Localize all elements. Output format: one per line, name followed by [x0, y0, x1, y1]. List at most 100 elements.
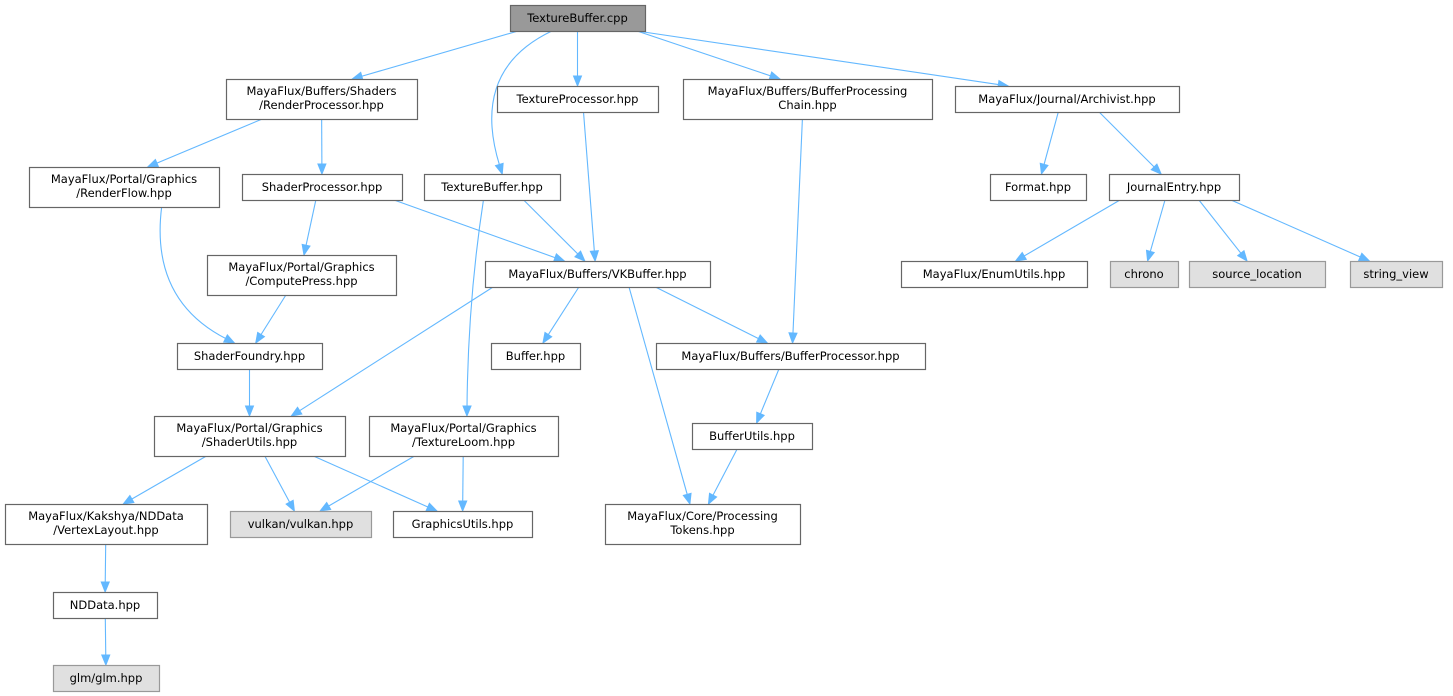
node-label: MayaFlux/Kakshya/NDData [28, 509, 184, 523]
node-box [225, 78, 419, 121]
node-label: NDData.hpp [70, 598, 140, 612]
node-box [176, 342, 324, 371]
node-label: MayaFlux/EnumUtils.hpp [923, 267, 1066, 281]
node-box [484, 260, 712, 289]
node-label: chrono [1124, 267, 1163, 281]
node-box [52, 591, 159, 620]
node-bufferutils[interactable]: BufferUtils.hpp [691, 422, 814, 451]
node-label: vulkan/vulkan.hpp [248, 517, 354, 531]
node-bufferprocessor[interactable]: MayaFlux/Buffers/BufferProcessor.hpp [655, 342, 927, 371]
node-renderproc[interactable]: MayaFlux/Buffers/Shaders/RenderProcessor… [225, 78, 419, 121]
node-label: source_location [1212, 267, 1302, 281]
node-label: /ComputePress.hpp [245, 274, 357, 288]
node-label: /RenderProcessor.hpp [259, 98, 384, 112]
node-label: MayaFlux/Portal/Graphics [51, 172, 197, 186]
node-shaderutils[interactable]: MayaFlux/Portal/Graphics/ShaderUtils.hpp [153, 415, 347, 458]
node-renderflow[interactable]: MayaFlux/Portal/Graphics/RenderFlow.hpp [28, 166, 221, 209]
arrowhead-icon [682, 492, 692, 506]
node-texbufhpp[interactable]: TextureBuffer.hpp [423, 173, 562, 202]
node-label: MayaFlux/Portal/Graphics [228, 260, 374, 274]
node-box [392, 510, 534, 539]
edge-chain-to-bufferprocessor [792, 118, 803, 335]
node-label: MayaFlux/Buffers/Shaders [246, 84, 396, 98]
node-label: MayaFlux/Buffers/BufferProcessor.hpp [681, 349, 899, 363]
node-label: /RenderFlow.hpp [76, 186, 172, 200]
nodes-layer: TextureBuffer.cppMayaFlux/Buffers/Shader… [4, 4, 1444, 693]
node-shaderproc[interactable]: ShaderProcessor.hpp [241, 173, 404, 202]
node-box [28, 166, 221, 209]
arrowhead-icon [788, 332, 798, 345]
arrowhead-icon [244, 405, 255, 418]
node-format[interactable]: Format.hpp [989, 173, 1088, 202]
node-box [229, 510, 373, 539]
node-vulkan: vulkan/vulkan.hpp [229, 510, 373, 539]
arrowhead-icon [756, 411, 766, 425]
edge-cpp-to-renderproc [360, 30, 519, 78]
edge-shaderutils-to-vulkan [264, 455, 291, 504]
node-vkbuffer[interactable]: MayaFlux/Buffers/VKBuffer.hpp [484, 260, 712, 289]
node-texproc[interactable]: TextureProcessor.hpp [496, 85, 660, 114]
edge-bufferprocessor-to-bufferutils [759, 368, 780, 415]
node-label: glm/glm.hpp [70, 671, 143, 685]
edge-texbufhpp-to-texloom [466, 199, 484, 408]
node-box [682, 78, 934, 121]
node-buffer[interactable]: Buffer.hpp [490, 342, 582, 371]
node-computepress[interactable]: MayaFlux/Portal/Graphics/ComputePress.hp… [206, 254, 398, 297]
arrowhead-icon [122, 494, 135, 505]
node-archivist[interactable]: MayaFlux/Journal/Archivist.hpp [954, 85, 1181, 114]
node-box [1108, 173, 1241, 202]
node-box [900, 260, 1089, 289]
node-graphicsutils[interactable]: GraphicsUtils.hpp [392, 510, 534, 539]
node-label: TextureBuffer.cpp [526, 11, 628, 25]
node-box [604, 503, 802, 546]
edge-archivist-to-journalentry [1098, 111, 1156, 169]
node-label: ShaderFoundry.hpp [194, 349, 305, 363]
edge-archivist-to-format [1043, 111, 1059, 166]
edge-journalentry-to-strview [1230, 199, 1362, 258]
arrowhead-icon [542, 331, 553, 345]
node-box [4, 503, 209, 546]
edge-texloom-to-vulkan [327, 455, 415, 507]
node-label: MayaFlux/Portal/Graphics [390, 421, 536, 435]
node-nddata[interactable]: NDData.hpp [52, 591, 159, 620]
node-vertexlayout[interactable]: MayaFlux/Kakshya/NDData/VertexLayout.hpp [4, 503, 209, 546]
node-shaderfoundry[interactable]: ShaderFoundry.hpp [176, 342, 324, 371]
node-box [1109, 260, 1180, 289]
node-box [153, 415, 347, 458]
node-label: GraphicsUtils.hpp [412, 517, 514, 531]
edge-cpp-to-chain [636, 30, 772, 77]
arrowhead-icon [1357, 252, 1371, 262]
arrowhead-icon [301, 243, 311, 257]
node-box [368, 415, 560, 458]
node-label: MayaFlux/Journal/Archivist.hpp [978, 92, 1155, 106]
node-enumutils[interactable]: MayaFlux/EnumUtils.hpp [900, 260, 1089, 289]
node-chain[interactable]: MayaFlux/Buffers/BufferProcessingChain.h… [682, 78, 934, 121]
node-label: MayaFlux/Core/Processing [627, 509, 778, 523]
node-box [954, 85, 1181, 114]
node-label: ShaderProcessor.hpp [262, 180, 383, 194]
arrowhead-icon [101, 654, 111, 667]
arrowhead-icon [1150, 163, 1163, 175]
node-box [509, 4, 647, 33]
arrowhead-icon [1039, 162, 1049, 176]
node-strview: string_view [1349, 260, 1444, 289]
node-chrono: chrono [1109, 260, 1180, 289]
node-journalentry[interactable]: JournalEntry.hpp [1108, 173, 1241, 202]
node-box [655, 342, 927, 371]
edge-computepress-to-shaderfoundry [260, 294, 287, 336]
arrowhead-icon [1014, 251, 1028, 262]
arrowhead-icon [707, 492, 718, 506]
arrowhead-icon [457, 500, 468, 513]
node-label: MayaFlux/Buffers/VKBuffer.hpp [508, 267, 686, 281]
node-box [241, 173, 404, 202]
edge-shaderproc-to-computepress [305, 199, 317, 247]
node-label: Chain.hpp [778, 98, 836, 112]
node-srcloc: source_location [1188, 260, 1327, 289]
node-texloom[interactable]: MayaFlux/Portal/Graphics/TextureLoom.hpp [368, 415, 560, 458]
arrowhead-icon [318, 501, 332, 512]
edge-renderflow-to-shaderfoundry [159, 206, 227, 340]
arrowhead-icon [285, 499, 296, 513]
edge-cpp-to-texbufhpp [491, 30, 553, 166]
arrowhead-icon [146, 158, 160, 168]
